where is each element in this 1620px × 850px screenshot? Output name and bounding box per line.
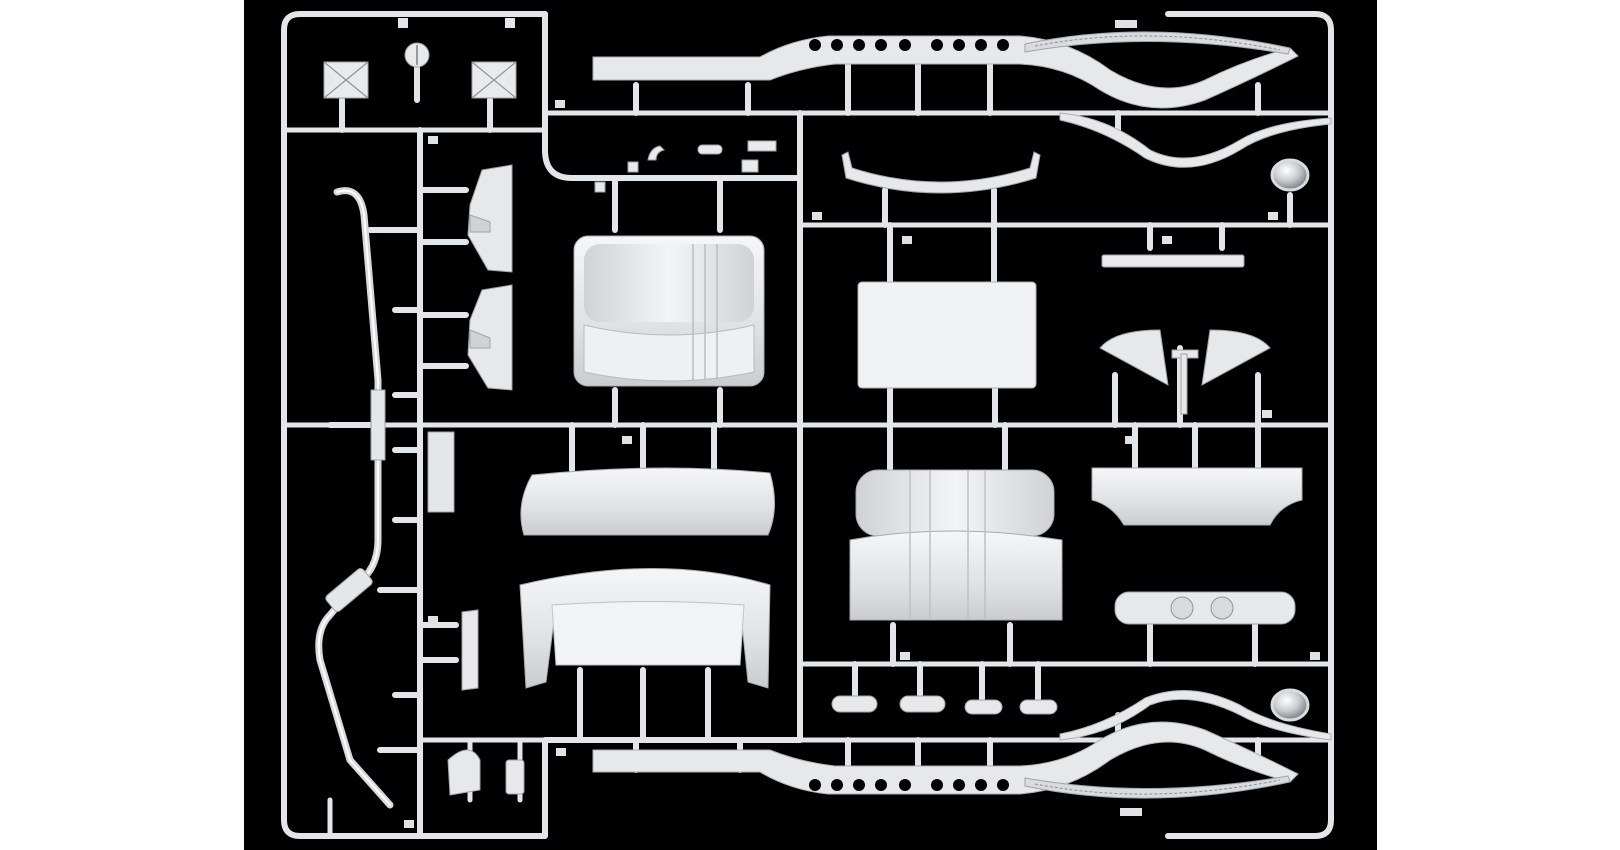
roof-panel bbox=[857, 281, 1037, 389]
floor-tray bbox=[1091, 467, 1303, 526]
front-seat bbox=[573, 235, 765, 387]
headlamp-lens-lower bbox=[1270, 688, 1310, 722]
rear-seat-cushion bbox=[520, 467, 776, 536]
front-bumper-bar bbox=[841, 151, 1041, 194]
small-bits-row bbox=[594, 140, 777, 193]
rear-seat-back bbox=[519, 568, 771, 689]
dashboard-panel bbox=[1114, 591, 1296, 625]
chassis-rail-bottom bbox=[592, 690, 1332, 816]
chassis-rail-top bbox=[592, 20, 1332, 168]
sprue-frame bbox=[281, 11, 1334, 839]
side-panels-left bbox=[427, 164, 525, 796]
part-number-tabs bbox=[404, 100, 1320, 828]
trim-bar bbox=[1101, 254, 1245, 268]
small-knobs bbox=[831, 695, 1058, 715]
bench-seat bbox=[849, 469, 1063, 621]
headlamp-lens bbox=[1270, 158, 1310, 192]
exhaust-pipe bbox=[315, 187, 394, 809]
top-left-small-parts bbox=[323, 18, 517, 99]
mudguard-pair bbox=[1099, 329, 1271, 415]
